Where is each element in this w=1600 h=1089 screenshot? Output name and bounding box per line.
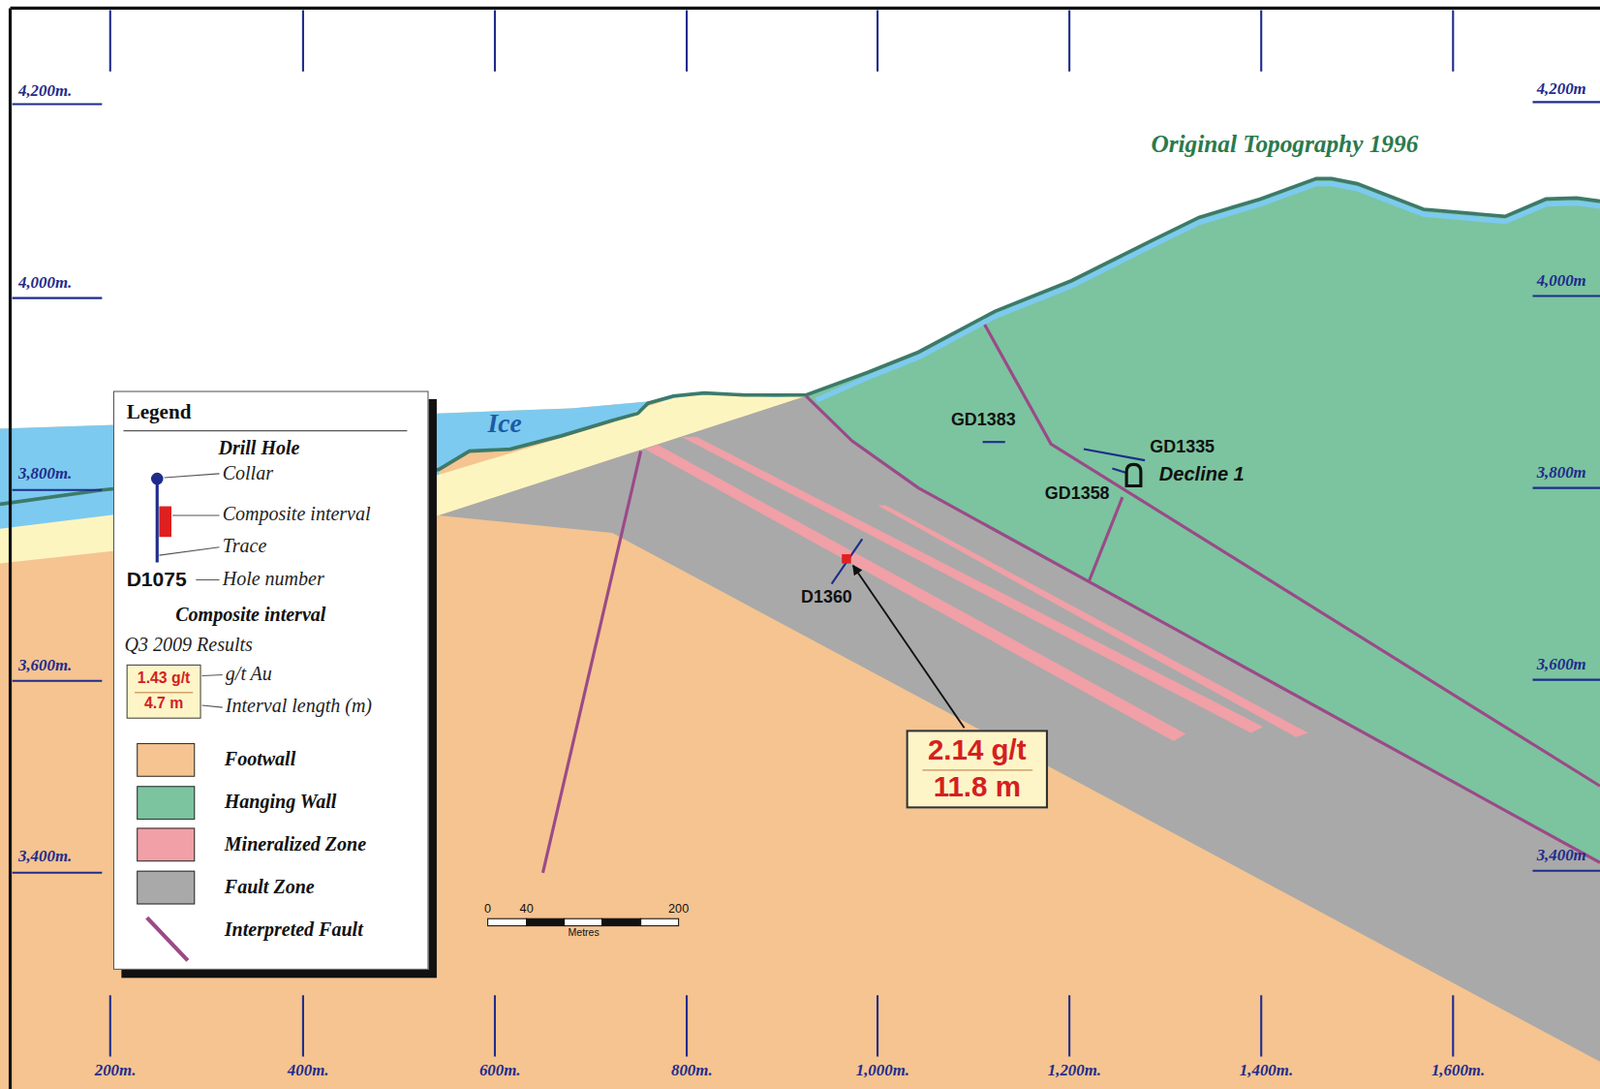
- topography-label: Original Topography 1996: [1150, 130, 1418, 158]
- legend-entry: Interpreted Fault: [224, 918, 364, 941]
- axis-label: 3,600m.: [18, 655, 72, 675]
- axis-label: 3,800m.: [18, 463, 72, 483]
- scale-label: 200: [668, 900, 689, 916]
- axis-label: 400m.: [287, 1061, 330, 1080]
- legend-note: Drill Hole: [217, 436, 300, 460]
- legend-note: D1075: [126, 567, 187, 591]
- legend-title: Legend: [126, 400, 192, 424]
- axis-label: 3,800m: [1537, 462, 1587, 482]
- axis-label: 3,400m.: [18, 846, 72, 865]
- drill-hole-label: GD1383: [951, 410, 1016, 431]
- legend-entry: Fault Zone: [224, 874, 315, 897]
- legend-note: g/t Au: [225, 662, 273, 685]
- legend-swatch: [136, 869, 195, 904]
- scale-label: 0: [484, 900, 492, 916]
- drill-hole-label: D1360: [800, 586, 853, 608]
- interval-length: 11.8 m: [933, 769, 1021, 803]
- scale-label: Metres: [568, 926, 600, 939]
- drill-hole-label: GD1335: [1149, 436, 1215, 458]
- interval-length: 4.7 m: [144, 693, 184, 711]
- legend-box: 1.43 g/t 4.7 m LegendDrill HoleCollarCompo…: [113, 391, 430, 970]
- legend-entry: Footwall: [224, 747, 296, 770]
- legend-note: Composite interval: [222, 502, 371, 525]
- callout-divider: [922, 769, 1033, 770]
- axis-label: 1,200m.: [1047, 1061, 1102, 1080]
- legend-entry: Mineralized Zone: [224, 832, 367, 856]
- legend-note: Trace: [222, 534, 268, 557]
- axis-label: 4,200m: [1537, 79, 1587, 98]
- grade-value: 2.14 g/t: [927, 734, 1027, 768]
- axis-label: 600m.: [479, 1061, 522, 1080]
- axis-label: 1,400m.: [1239, 1061, 1293, 1080]
- legend-note: Interval length (m): [225, 694, 372, 717]
- axis-label: 4,000m.: [18, 273, 72, 292]
- composite-callout: 2.14 g/t11.8 m: [906, 729, 1048, 808]
- axis-label: 4,000m: [1537, 271, 1587, 290]
- ice-label: Ice: [488, 407, 523, 439]
- drill-hole-label: GD1358: [1045, 483, 1110, 504]
- axis-label: 4,200m.: [18, 81, 72, 100]
- legend-entry: Hanging Wall: [224, 790, 338, 813]
- legend-swatch: [136, 785, 195, 820]
- legend-swatch: [136, 742, 195, 777]
- drill-hole-label: Decline 1: [1159, 462, 1245, 486]
- legend-swatch: [136, 827, 195, 862]
- legend-note: Q3 2009 Results: [124, 633, 253, 656]
- axis-label: 200m.: [94, 1061, 137, 1080]
- legend-note: Collar: [222, 461, 274, 485]
- legend-sample-callout: 1.43 g/t 4.7 m: [126, 664, 202, 719]
- legend-note: Hole number: [222, 567, 325, 590]
- axis-label: 3,400m: [1537, 845, 1587, 864]
- axis-label: 800m.: [671, 1061, 713, 1080]
- legend-note: Composite interval: [175, 603, 326, 626]
- axis-label: 1,000m.: [856, 1061, 910, 1080]
- callout-divider: [134, 691, 193, 693]
- axis-label: 3,600m: [1537, 654, 1587, 674]
- grade-value: 1.43 g/t: [137, 668, 190, 686]
- axis-label: 1,600m.: [1431, 1061, 1485, 1080]
- scale-label: 40: [520, 900, 534, 916]
